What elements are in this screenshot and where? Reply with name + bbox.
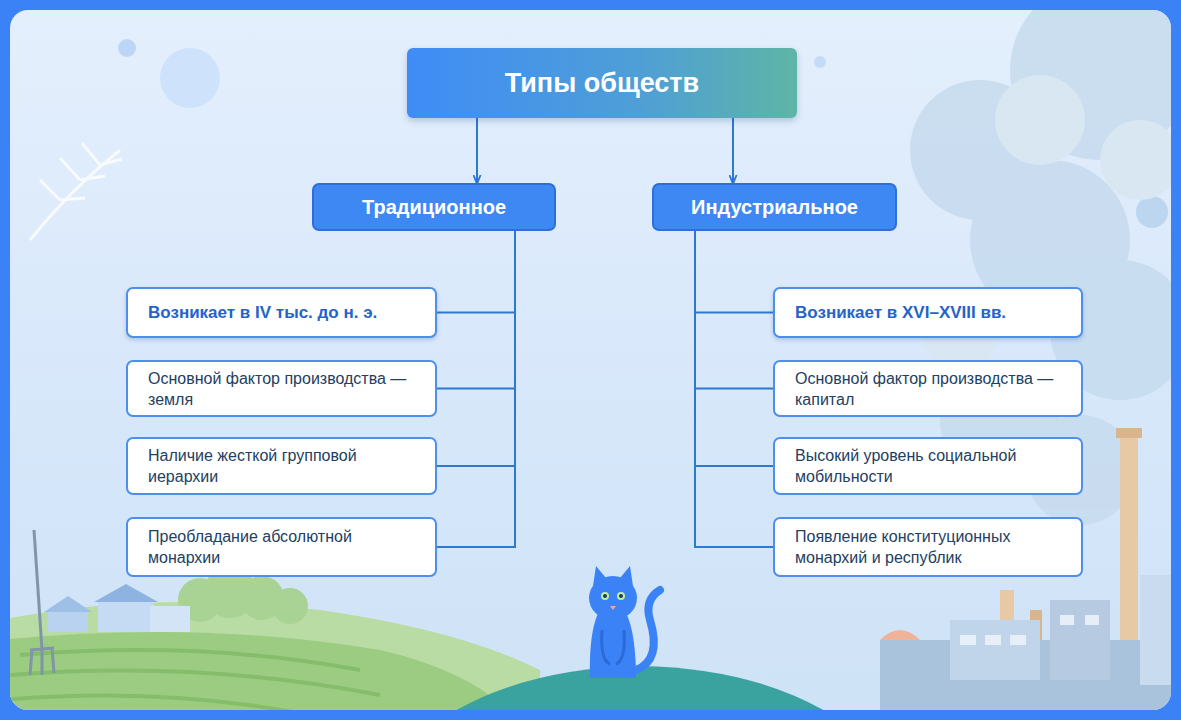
- feature-box: Наличие жесткой групповой иерархии: [126, 437, 437, 495]
- box-text: Индустриальное: [691, 196, 858, 219]
- feature-box: Возникает в XVI–XVIII вв.: [773, 287, 1083, 338]
- box-text: Основной фактор производства — земля: [148, 368, 421, 410]
- feature-box: Основной фактор производства — капитал: [773, 360, 1083, 417]
- connector-line: [437, 231, 515, 389]
- box-text: Традиционное: [362, 196, 506, 219]
- connector-line: [732, 118, 734, 183]
- feature-box: Основной фактор производства — земля: [126, 360, 437, 417]
- box-text: Основной фактор производства — капитал: [795, 368, 1067, 410]
- feature-box: Появление конституционных монархий и рес…: [773, 517, 1083, 577]
- connector-line: [437, 231, 515, 313]
- connector-line: [437, 231, 515, 466]
- category-box: Традиционное: [312, 183, 556, 231]
- connector-line: [437, 231, 515, 547]
- feature-box: Возникает в IV тыс. до н. э.: [126, 287, 437, 338]
- connector-line: [695, 231, 773, 313]
- box-text: Появление конституционных монархий и рес…: [795, 526, 1067, 568]
- feature-box: Высокий уровень социальной мобильности: [773, 437, 1083, 495]
- box-text: Типы обществ: [505, 68, 699, 99]
- box-text: Возникает в IV тыс. до н. э.: [148, 302, 377, 323]
- box-text: Возникает в XVI–XVIII вв.: [795, 302, 1006, 323]
- box-text: Высокий уровень социальной мобильности: [795, 445, 1067, 487]
- connector-line: [695, 231, 773, 389]
- connector-line: [476, 118, 478, 183]
- category-box: Индустриальное: [652, 183, 897, 231]
- cat-mascot: [589, 566, 660, 678]
- box-text: Наличие жесткой групповой иерархии: [148, 445, 421, 487]
- box-text: Преобладание абсолютной монархии: [148, 526, 421, 568]
- feature-box: Преобладание абсолютной монархии: [126, 517, 437, 577]
- title-box: Типы обществ: [407, 48, 797, 118]
- connector-line: [695, 231, 773, 466]
- connector-line: [695, 231, 773, 547]
